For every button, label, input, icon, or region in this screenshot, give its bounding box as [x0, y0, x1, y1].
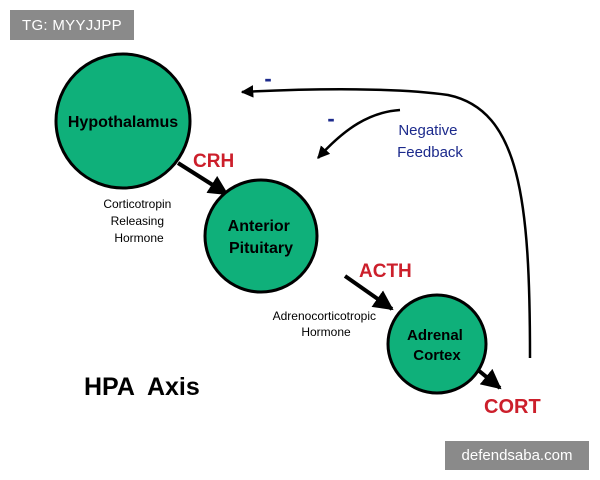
feedback-minus-outer: - — [264, 66, 271, 91]
arrow-pituitary-to-adrenal — [343, 274, 394, 311]
adrenal-cortex-label: Adrenal Cortex — [407, 327, 467, 364]
adrenal-cortex-label-line2: Cortex — [413, 347, 461, 364]
anterior-pituitary-label: Anterior Pituitary — [228, 218, 295, 257]
arrow-adrenal-to-cort — [476, 368, 502, 390]
crh-fullname-line1: Corticotropin — [103, 197, 171, 211]
cort-label: CORT — [484, 396, 541, 418]
anterior-pituitary-label-line1: Anterior — [228, 218, 290, 235]
acth-fullname-line1: Adrenocorticotropic — [273, 309, 376, 323]
arrow-hypothalamus-to-pituitary — [176, 161, 229, 196]
negative-feedback-line2: Feedback — [397, 144, 463, 161]
feedback-minus-inner: - — [327, 106, 334, 131]
acth-label: ACTH — [359, 261, 412, 282]
crh-fullname-line3: Hormone — [114, 231, 164, 245]
adrenal-cortex-label-line1: Adrenal — [407, 327, 463, 344]
acth-fullname: Adrenocorticotropic Hormone — [273, 309, 380, 339]
watermark-bottom-right: defendsaba.com — [445, 441, 589, 470]
feedback-arrow-outer — [240, 85, 532, 359]
crh-fullname-line2: Releasing — [111, 214, 164, 228]
negative-feedback-line1: Negative — [398, 122, 457, 139]
diagram-title: HPA Axis — [84, 373, 200, 401]
adrenal-cortex-node — [386, 293, 488, 395]
acth-fullname-line2: Hormone — [301, 325, 351, 339]
hypothalamus-label: Hypothalamus — [68, 114, 178, 131]
crh-fullname: Corticotropin Releasing Hormone — [103, 197, 174, 245]
crh-label: CRH — [193, 151, 234, 172]
anterior-pituitary-node — [203, 178, 319, 294]
anterior-pituitary-label-line2: Pituitary — [229, 240, 293, 257]
hypothalamus-node — [54, 52, 192, 190]
negative-feedback-label: Negative Feedback — [397, 122, 463, 161]
watermark-top-left: TG: MYYJJPP — [10, 10, 134, 40]
feedback-arrow-inner — [317, 108, 401, 159]
